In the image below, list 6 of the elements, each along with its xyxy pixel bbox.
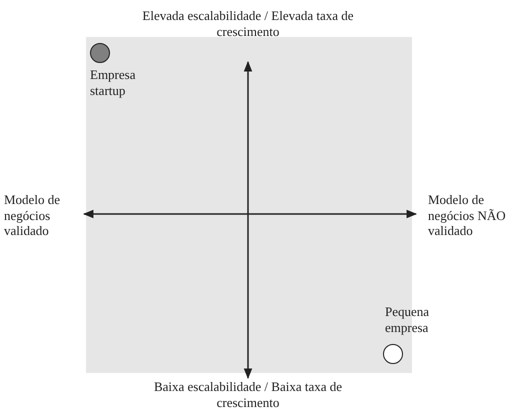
axis-label: Baixa escalabilidade / Baixa taxa de crescimento	[152, 379, 344, 410]
axis-label: Modelo de negócios validado	[4, 192, 61, 239]
axis-label: Modelo de negócios NÃO validado	[428, 192, 507, 239]
axis-label: Elevada escalabilidade / Elevada taxa de crescimento	[141, 8, 355, 40]
point-caption: Pequena empresa	[385, 304, 430, 336]
point-caption: Empresa startup	[90, 67, 136, 98]
